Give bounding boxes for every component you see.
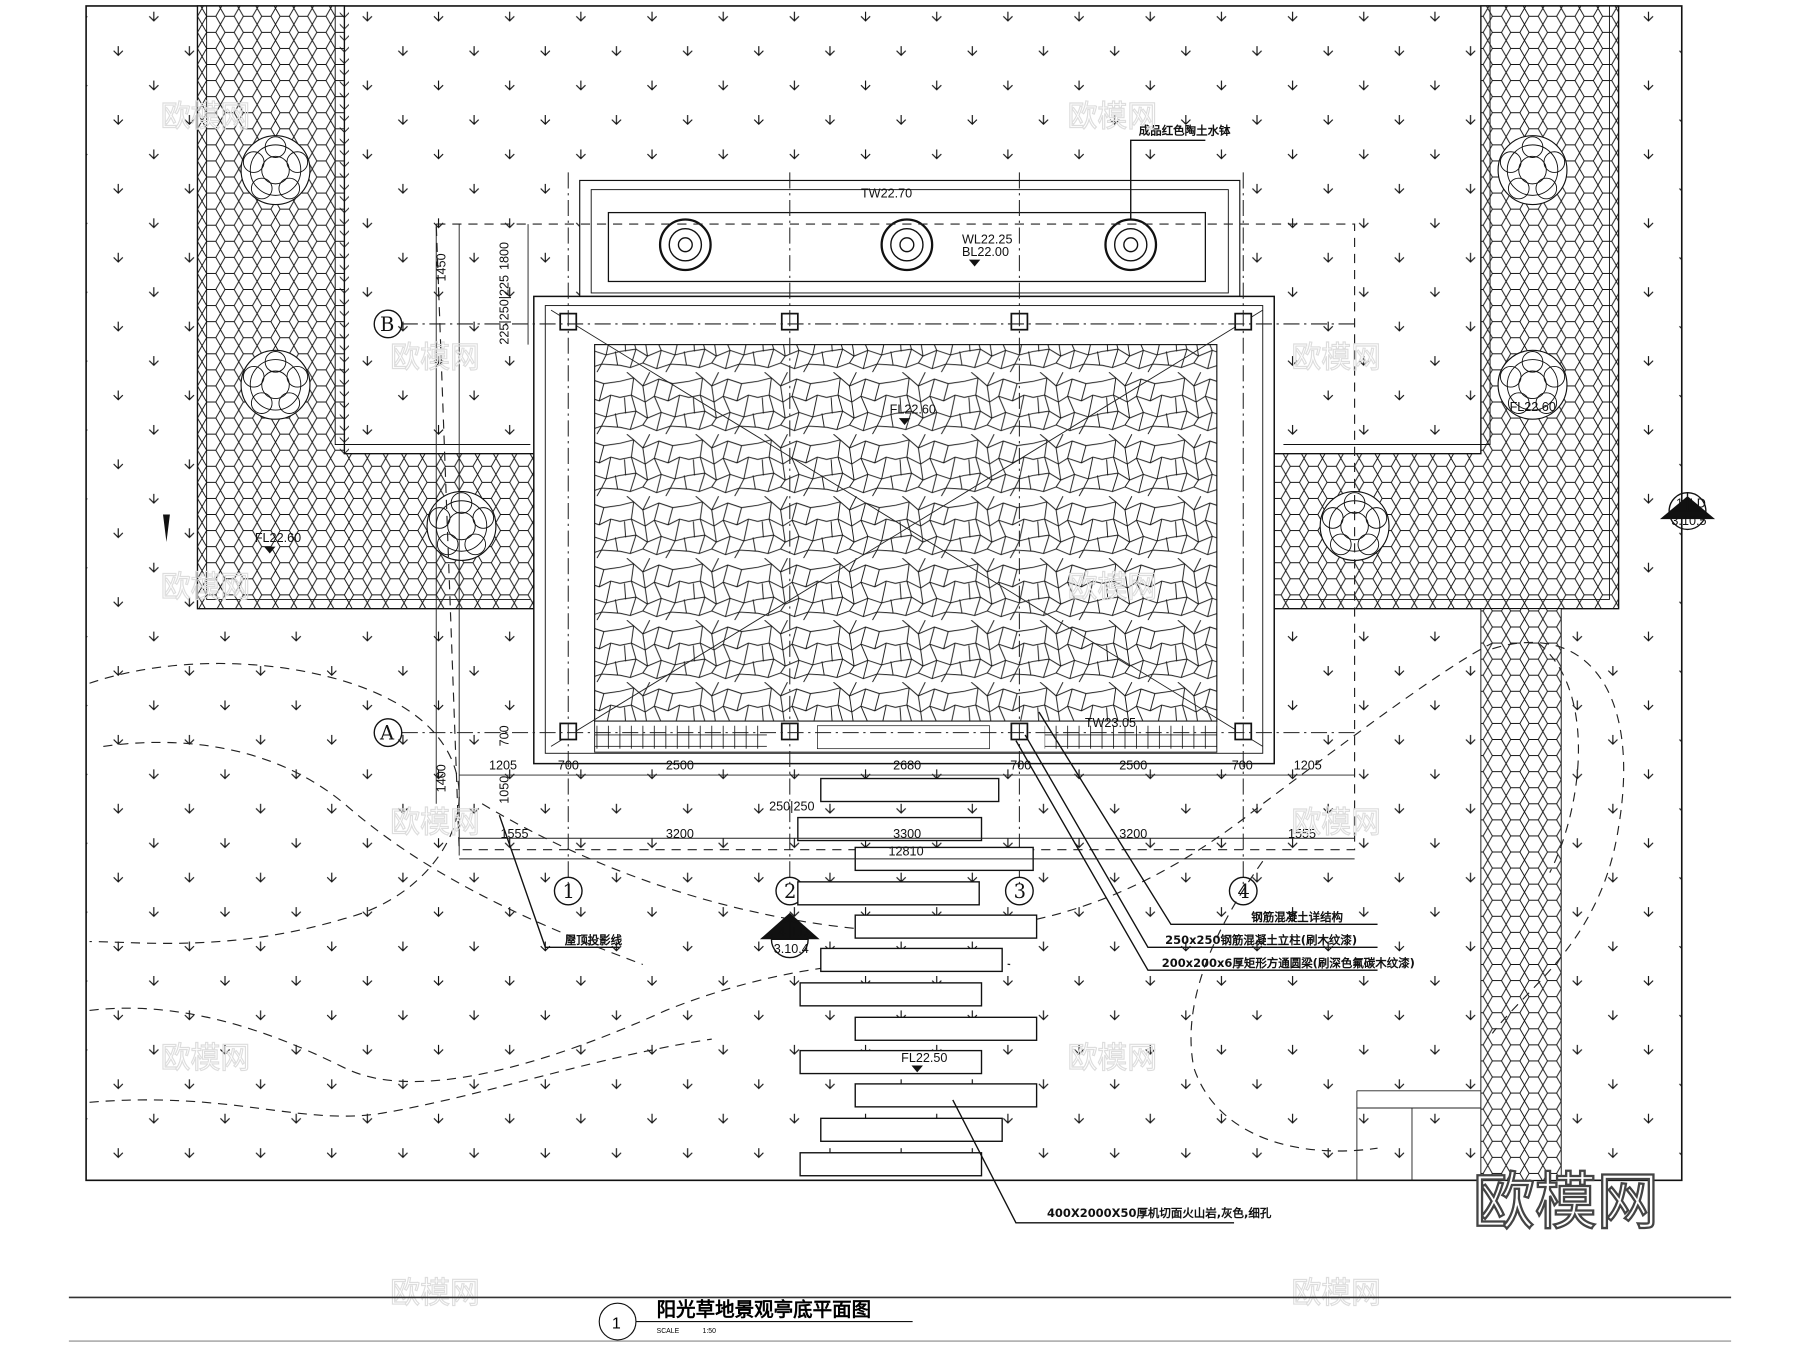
- leader-lines: 屋顶投影线 钢筋混凝土详结构 250x250钢筋混凝土立柱(刷木纹漆) 200x…: [498, 711, 1415, 1224]
- svg-text:1: 1: [1676, 497, 1683, 511]
- svg-text:欧模网: 欧模网: [1068, 99, 1157, 134]
- svg-text:2: 2: [784, 880, 796, 903]
- tw-top-label: TW22.70: [861, 187, 912, 201]
- svg-text:3: 3: [1014, 880, 1026, 903]
- grid-axis-3: 3: [1004, 876, 1034, 906]
- edge-detail: [1356, 1090, 1481, 1181]
- structure-note: 钢筋混凝土详结构: [1251, 910, 1343, 924]
- section-marker-1: 1 LD 3.10.5: [163, 492, 1716, 543]
- water-bowl-label: 成品红色陶土水钵: [1139, 124, 1231, 138]
- fl-left-label: FL22.60: [255, 531, 301, 545]
- scale-label: SCALE: [657, 1328, 680, 1335]
- svg-text:LD: LD: [1690, 497, 1706, 511]
- svg-text:1555: 1555: [1288, 827, 1316, 841]
- beam-note: 200x200x6厚矩形方通圆梁(刷深色氟碳木纹漆): [1162, 956, 1415, 970]
- svg-text:250|250: 250|250: [769, 800, 814, 814]
- svg-text:欧模网: 欧模网: [161, 99, 250, 134]
- water-bowl-icon: [880, 218, 934, 272]
- scale-value: 1:50: [703, 1328, 717, 1335]
- svg-text:1: 1: [563, 880, 575, 903]
- tw-bottom-label: TW23.05: [1085, 716, 1136, 730]
- dimension-lines: 1205 700 2500 2680 700 2500 700 1205 250…: [434, 242, 1355, 860]
- svg-text:700: 700: [1010, 758, 1031, 772]
- grid-lines: [401, 172, 1356, 885]
- brand-logo: 欧模网: [1473, 1165, 1659, 1238]
- wl-label: WL22.25: [962, 233, 1012, 247]
- svg-text:B: B: [380, 313, 394, 336]
- svg-text:225|250|225: 225|250|225: [498, 275, 512, 345]
- svg-text:1205: 1205: [1294, 758, 1322, 772]
- fl-right-label: FL22.60: [1510, 400, 1556, 414]
- pavilion-platform: FL22.60 TW23.05: [533, 295, 1275, 765]
- svg-text:1050: 1050: [498, 776, 512, 804]
- svg-text:700: 700: [498, 725, 512, 746]
- svg-text:A: A: [379, 722, 395, 745]
- svg-text:2500: 2500: [1119, 758, 1147, 772]
- svg-text:4: 4: [1238, 880, 1250, 903]
- svg-text:3.10.5: 3.10.5: [1671, 514, 1706, 528]
- svg-text:2500: 2500: [666, 758, 694, 772]
- watermark: 欧模网 欧模网 欧模网 欧模网 欧模网 欧模网 欧模网 欧模网 欧模网 欧模网 …: [160, 99, 1660, 1312]
- svg-text:欧模网: 欧模网: [390, 805, 479, 840]
- svg-text:欧模网: 欧模网: [161, 570, 250, 605]
- drawing-title: 阳光草地景观亭底平面图: [657, 1298, 872, 1321]
- svg-text:欧模网: 欧模网: [1291, 805, 1380, 840]
- grid-axis-a: A: [373, 718, 403, 748]
- svg-text:1205: 1205: [489, 758, 517, 772]
- svg-text:LD: LD: [792, 925, 808, 939]
- svg-text:12810: 12810: [889, 844, 924, 858]
- planting-boundaries: [89, 641, 1625, 1152]
- grid-axis-b: B: [373, 309, 403, 339]
- svg-text:1400: 1400: [434, 764, 448, 792]
- svg-text:欧模网: 欧模网: [1291, 1276, 1380, 1311]
- roof-line-label: 屋顶投影线: [565, 933, 623, 947]
- right-stepping-path: [1480, 608, 1562, 1181]
- bl-label: BL22.00: [962, 245, 1009, 259]
- stepping-stones: [797, 777, 1038, 1177]
- grid-axis-4: 4: [1228, 876, 1258, 906]
- svg-text:1800: 1800: [498, 242, 512, 270]
- svg-text:3300: 3300: [893, 827, 921, 841]
- svg-text:700: 700: [1232, 758, 1253, 772]
- water-feature: 成品红色陶土水钵 TW22.70 WL22.25 BL22.00: [579, 124, 1241, 297]
- svg-text:1450: 1450: [434, 253, 448, 281]
- svg-text:欧模网: 欧模网: [390, 341, 479, 376]
- fl-center-label: FL22.60: [890, 402, 936, 416]
- svg-text:700: 700: [558, 758, 579, 772]
- svg-text:3200: 3200: [666, 827, 694, 841]
- svg-text:欧模网: 欧模网: [1291, 341, 1380, 376]
- section-marker-4: 4 LD 3.10.4: [759, 912, 820, 959]
- svg-text:2680: 2680: [893, 758, 921, 772]
- svg-text:欧模网: 欧模网: [161, 1041, 250, 1076]
- water-bowl-icon: [658, 218, 712, 272]
- stone-note: 400X2000X50厚机切面火山岩,灰色,细孔: [1047, 1206, 1272, 1220]
- column-note: 250x250钢筋混凝土立柱(刷木纹漆): [1165, 933, 1357, 947]
- drawing-number: 1: [612, 1314, 621, 1332]
- svg-text:3200: 3200: [1119, 827, 1147, 841]
- svg-text:欧模网: 欧模网: [390, 1276, 479, 1311]
- svg-text:欧模网: 欧模网: [1068, 1041, 1157, 1076]
- svg-text:欧模网: 欧模网: [1068, 570, 1157, 605]
- svg-text:4: 4: [778, 925, 785, 939]
- svg-text:3.10.4: 3.10.4: [774, 942, 809, 956]
- grid-axis-1: 1: [553, 876, 583, 906]
- title-block: 1 阳光草地景观亭底平面图 SCALE 1:50: [68, 1296, 1732, 1342]
- fl-steps-label: FL22.50: [901, 1051, 947, 1065]
